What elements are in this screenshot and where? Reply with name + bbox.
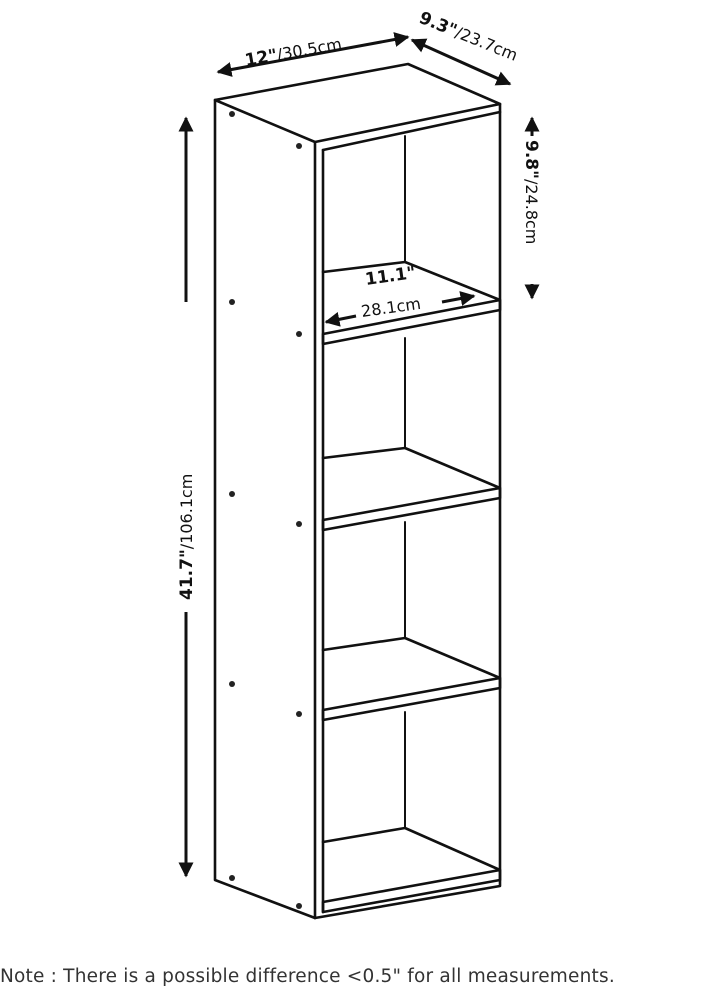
depth-arrow <box>410 38 512 86</box>
cubby-width-arrow-right <box>441 291 476 306</box>
cubby-height-label: 9.8"/24.8cm <box>521 140 541 244</box>
screw-holes <box>229 111 302 909</box>
depth-label: 9.3"/23.7cm <box>416 8 520 66</box>
bookcase-illustration <box>213 62 502 920</box>
top-panel <box>213 62 502 144</box>
front-right-edge <box>313 102 502 920</box>
width-label: 12"/30.5cm <box>243 34 343 71</box>
shelf-3 <box>321 636 502 722</box>
cubby-width-arrow-left <box>324 311 357 327</box>
width-arrow <box>216 32 410 77</box>
bottom-shelf <box>321 826 502 914</box>
side-panel <box>213 98 317 920</box>
shelf-2 <box>321 446 502 532</box>
height-label: 41.7"/106.1cm <box>177 474 197 600</box>
measurement-note: Note : There is a possible difference <0… <box>0 966 615 987</box>
dimension-lines <box>178 32 540 878</box>
shelf-1 <box>321 260 502 346</box>
top-inner-edge <box>321 110 502 152</box>
